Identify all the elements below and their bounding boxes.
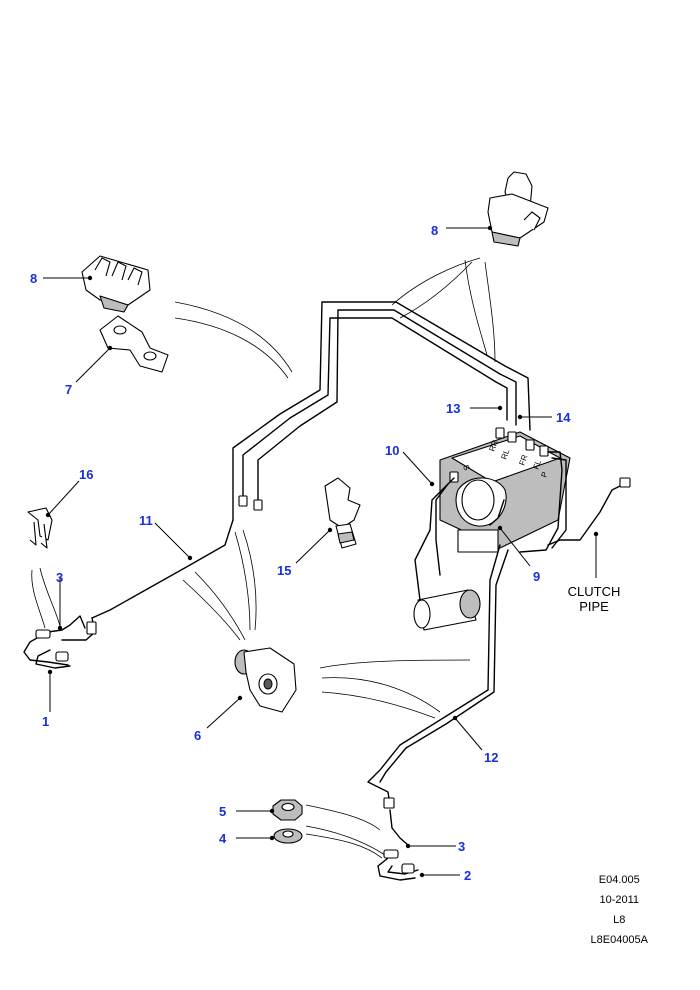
callout-15: 15 — [277, 563, 291, 578]
rear-flexible-hose — [377, 849, 419, 881]
callout-8-left: 8 — [30, 271, 37, 286]
clutch-pipe-annotation: CLUTCH PIPE — [568, 584, 621, 614]
clutch-pipe-label-line2: PIPE — [579, 599, 609, 614]
callout-10: 10 — [385, 443, 399, 458]
hydraulic-modulator-unit — [413, 431, 571, 631]
bracket-part-7 — [99, 315, 169, 373]
unit-pipes — [414, 427, 631, 601]
port-label-fl: FL — [531, 458, 543, 470]
callout-11: 11 — [139, 513, 153, 528]
callout-8-right: 8 — [431, 223, 438, 238]
port-label-rl: RL — [499, 447, 511, 460]
pipe-fittings-bundle — [86, 495, 263, 635]
port-label-p: P — [539, 471, 549, 479]
port-label-fr: FR — [517, 453, 529, 466]
port-labels: RR RL FR FL S P — [461, 439, 550, 479]
clip-part-15 — [324, 477, 361, 549]
leader-lines — [43, 225, 599, 878]
callout-16: 16 — [79, 467, 93, 482]
callout-4: 4 — [219, 831, 227, 846]
drawing-number: L8E04005A — [590, 934, 649, 946]
port-label-rr: RR — [487, 439, 499, 453]
callout-9: 9 — [533, 569, 540, 584]
callout-6: 6 — [194, 728, 201, 743]
clutch-pipe-label-line1: CLUTCH — [568, 584, 621, 599]
front-flexible-hose — [23, 629, 71, 669]
grommet-part-6 — [234, 647, 297, 713]
model-code: L8 — [613, 914, 626, 926]
callout-3-rear: 3 — [458, 839, 465, 854]
callout-2: 2 — [464, 868, 471, 883]
clip-part-16 — [27, 507, 53, 549]
push-clip-part-8-right — [487, 171, 549, 247]
callout-3-front: 3 — [56, 570, 63, 585]
association-curves — [31, 257, 496, 859]
callout-13: 13 — [446, 401, 460, 416]
pipe-clip-part-8-left — [81, 255, 151, 313]
washer-part-4 — [273, 828, 303, 844]
callout-1: 1 — [42, 714, 49, 729]
drawing-reference-block: E04.005 10-2011 L8 L8E04005A — [591, 870, 649, 950]
callout-12: 12 — [484, 750, 498, 765]
callout-numbers: 1 2 3 3 4 5 6 7 8 8 9 10 11 12 13 14 15 … — [30, 223, 571, 883]
reference-code: E04.005 — [598, 874, 640, 886]
revision-date: 10-2011 — [599, 894, 640, 906]
port-label-s: S — [461, 464, 471, 472]
nut-part-5 — [272, 799, 303, 821]
callout-5: 5 — [219, 804, 226, 819]
callout-14: 14 — [556, 410, 571, 425]
callout-7: 7 — [65, 382, 72, 397]
rear-pipe-12 — [367, 544, 509, 846]
